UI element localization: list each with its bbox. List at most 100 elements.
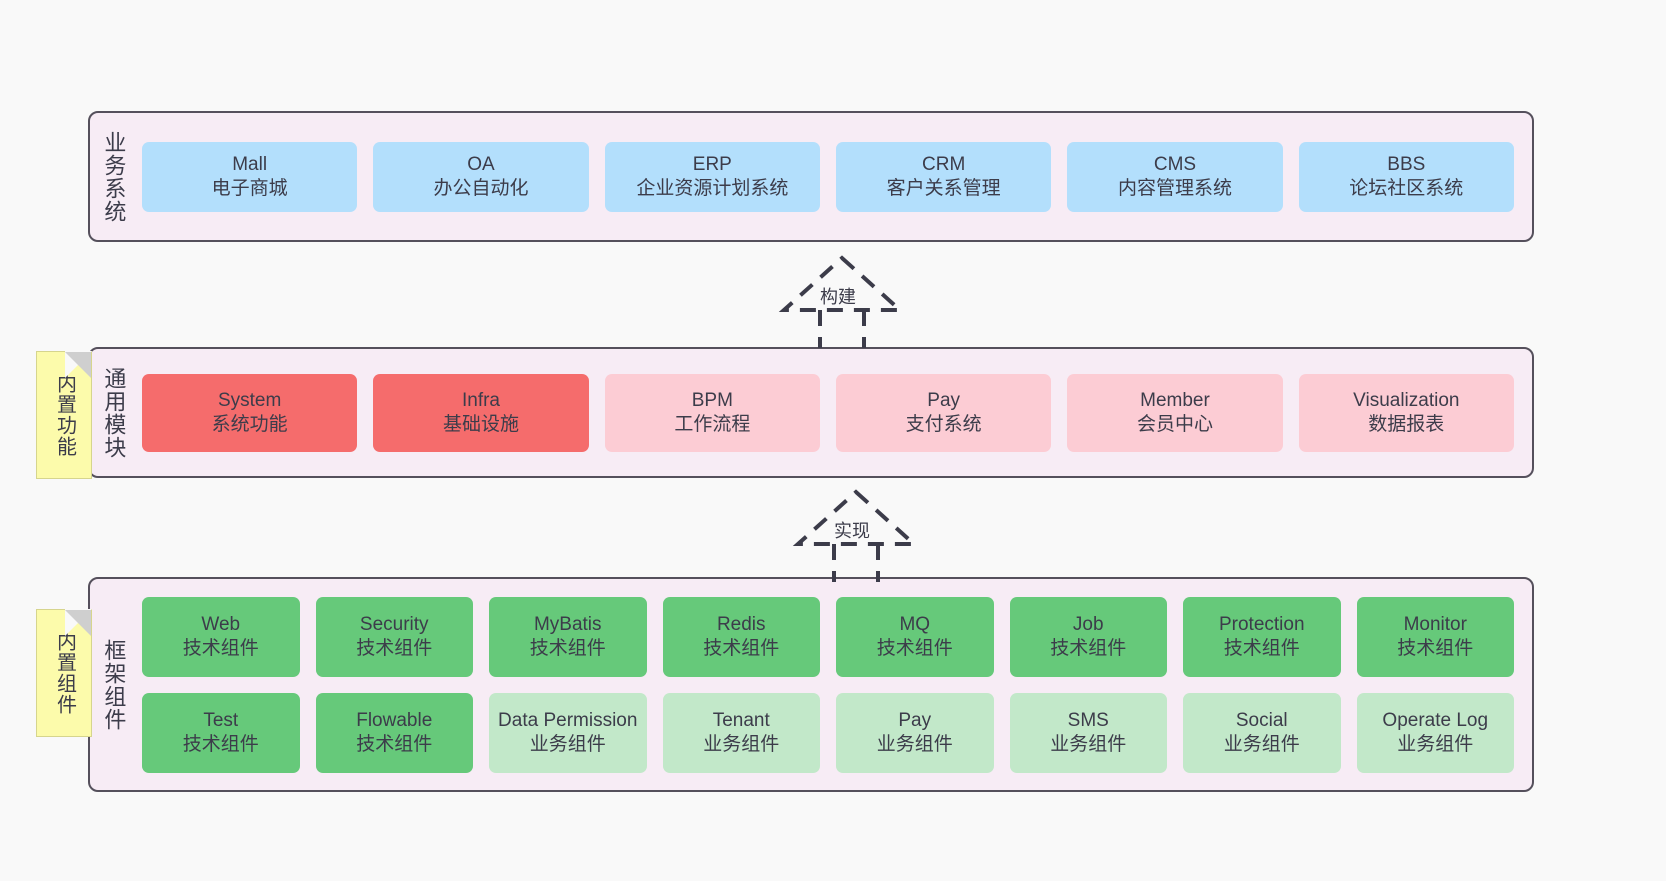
component-card-subtitle: 工作流程 xyxy=(674,413,751,435)
component-card-title: Tenant xyxy=(712,710,770,732)
component-card-subtitle: 业务组件 xyxy=(1223,733,1300,755)
component-card-title: Pay xyxy=(927,390,961,412)
component-card-title: Operate Log xyxy=(1382,710,1489,732)
component-card-title: MyBatis xyxy=(533,614,602,636)
component-card-subtitle: 支付系统 xyxy=(905,413,982,435)
component-card-title: SMS xyxy=(1067,710,1109,732)
connector-implement: 实现 xyxy=(766,486,946,582)
component-card-title: Mall xyxy=(232,154,268,176)
component-card-subtitle: 论坛社区系统 xyxy=(1349,177,1464,199)
component-card-title: CRM xyxy=(922,154,966,176)
component-card-subtitle: 企业资源计划系统 xyxy=(636,177,789,199)
component-card-title: Pay xyxy=(898,710,932,732)
component-card-subtitle: 数据报表 xyxy=(1368,413,1445,435)
note-builtin-components-label: 内置组件 xyxy=(53,631,76,715)
component-card-subtitle: 技术组件 xyxy=(529,637,606,659)
component-card-title: Redis xyxy=(716,614,766,636)
component-card-title: Visualization xyxy=(1353,390,1460,412)
arrowhead-triangle-build xyxy=(778,255,906,312)
component-card-subtitle: 办公自动化 xyxy=(433,177,529,199)
note-builtin-features: 内置功能 xyxy=(36,351,92,479)
component-card-subtitle: 技术组件 xyxy=(182,733,259,755)
component-card-title: System xyxy=(217,390,282,412)
component-card-title: Social xyxy=(1235,710,1288,732)
layer-title-business-systems: 业务系统 xyxy=(101,130,127,223)
component-card-subtitle: 系统功能 xyxy=(211,413,288,435)
component-card-subtitle: 技术组件 xyxy=(876,637,953,659)
component-card-subtitle: 技术组件 xyxy=(1050,637,1127,659)
note-builtin-features-label: 内置功能 xyxy=(53,373,76,457)
component-card-subtitle: 电子商城 xyxy=(211,177,288,199)
component-card-subtitle: 技术组件 xyxy=(182,637,259,659)
component-card-subtitle: 客户关系管理 xyxy=(886,177,1001,199)
component-card-subtitle: 基础设施 xyxy=(442,413,519,435)
component-card-title: Job xyxy=(1072,614,1104,636)
layer-title-framework-components: 框架组件 xyxy=(101,638,127,731)
component-card-title: CMS xyxy=(1153,154,1197,176)
component-card-subtitle: 业务组件 xyxy=(703,733,780,755)
connector-stem-implement xyxy=(832,544,880,582)
component-card-title: Protection xyxy=(1218,614,1305,636)
connector-implement-label: 实现 xyxy=(834,521,870,541)
component-card-subtitle: 内容管理系统 xyxy=(1117,177,1232,199)
component-card-title: Member xyxy=(1140,390,1210,412)
note-builtin-components: 内置组件 xyxy=(36,609,92,737)
arrowhead-triangle-implement xyxy=(792,489,920,546)
component-card-subtitle: 技术组件 xyxy=(1397,637,1474,659)
layer-title-common-modules: 通用模块 xyxy=(101,366,127,459)
component-card-title: ERP xyxy=(692,154,732,176)
component-card-title: OA xyxy=(467,154,495,176)
component-card-title: Data Permission xyxy=(498,710,638,732)
component-card-title: Web xyxy=(201,614,241,636)
component-card-subtitle: 业务组件 xyxy=(876,733,953,755)
component-card-subtitle: 技术组件 xyxy=(356,637,433,659)
component-card-title: Test xyxy=(203,710,239,732)
component-card-title: Security xyxy=(359,614,429,636)
connector-build-label: 构建 xyxy=(820,287,856,307)
component-card-title: MQ xyxy=(899,614,931,636)
component-card-subtitle: 技术组件 xyxy=(356,733,433,755)
component-card-subtitle: 会员中心 xyxy=(1136,413,1213,435)
component-card-title: Infra xyxy=(461,390,500,412)
connector-stem-build xyxy=(818,310,866,348)
connector-build: 构建 xyxy=(752,252,932,348)
